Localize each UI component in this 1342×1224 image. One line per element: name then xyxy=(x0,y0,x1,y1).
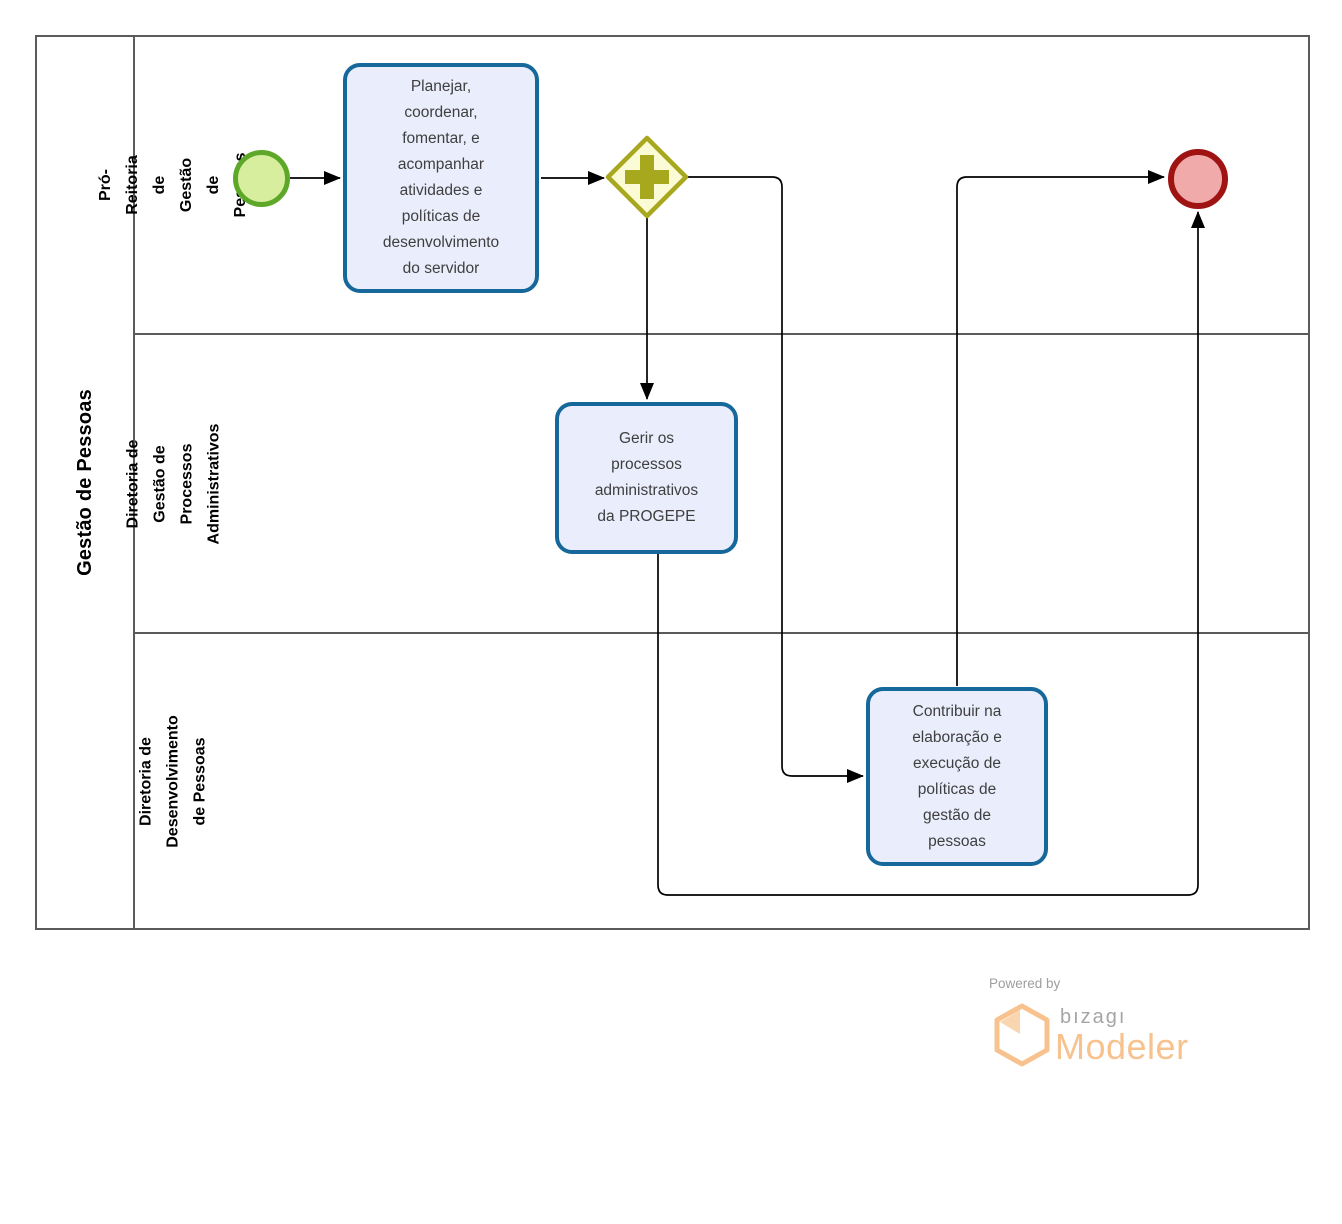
modeler-product-label[interactable]: Modeler xyxy=(1055,1026,1189,1067)
task-label: Planejar, coordenar, fomentar, e acompan… xyxy=(382,78,500,277)
lane-pro-reitoria: Pró-Reitoria de Gestão de Pessoas xyxy=(97,37,1308,333)
logo-hexagon-shape xyxy=(994,1003,1050,1067)
plus-icon xyxy=(625,155,669,199)
start-event[interactable] xyxy=(233,150,290,207)
end-event[interactable] xyxy=(1168,149,1228,209)
lane-label: Diretoria de Desenvolvimento de Pessoas xyxy=(137,714,209,848)
task-gerir[interactable]: Gerir os processos administrativos da PR… xyxy=(555,402,738,554)
lane-label: Pró-Reitoria de Gestão de Pessoas xyxy=(97,153,249,218)
lane-label: Diretoria de Gestão de Processos Adminis… xyxy=(124,423,222,544)
lane-header: Pró-Reitoria de Gestão de Pessoas xyxy=(97,37,249,333)
task-label: Contribuir na elaboração e execução de p… xyxy=(912,702,1002,850)
powered-by-label: Powered by xyxy=(989,976,1061,991)
pool-label: Gestão de Pessoas xyxy=(73,389,96,576)
pool-header: Gestão de Pessoas xyxy=(37,37,135,928)
lane-diretoria-desenvolvimento: Diretoria de Desenvolvimento de Pessoas xyxy=(135,632,1308,928)
task-planejar[interactable]: Planejar, coordenar, fomentar, e acompan… xyxy=(343,63,539,293)
lane-header: Diretoria de Gestão de Processos Adminis… xyxy=(124,335,222,632)
bizagi-brand-label[interactable]: bızagı xyxy=(1060,1006,1127,1028)
bizagi-logo-icon[interactable] xyxy=(993,1003,1051,1067)
task-label: Gerir os processos administrativos da PR… xyxy=(594,430,699,525)
task-contribuir[interactable]: Contribuir na elaboração e execução de p… xyxy=(866,687,1048,866)
logo-flap-shape xyxy=(1000,1010,1020,1034)
parallel-gateway[interactable] xyxy=(605,135,689,219)
lane-header: Diretoria de Desenvolvimento de Pessoas xyxy=(135,634,211,928)
